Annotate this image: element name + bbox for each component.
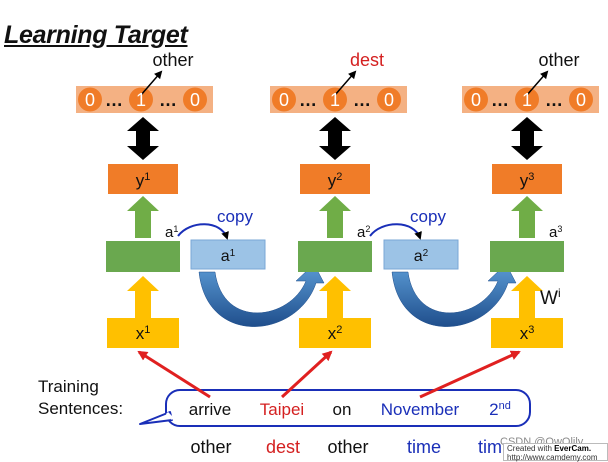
output-label: other (538, 50, 579, 70)
onehot-ellipsis: … (159, 90, 177, 110)
recurrent-copy-arrow (391, 263, 517, 327)
input-box-x (299, 318, 371, 348)
up-arrow-hidden-to-output (511, 196, 543, 238)
output-label: other (152, 50, 193, 70)
output-box-y (108, 164, 178, 194)
word-to-input-arrow (137, 350, 211, 399)
onehot-circle (377, 87, 401, 112)
sentence-word: Taipei (260, 400, 304, 419)
onehot-ellipsis: … (105, 90, 123, 110)
memory-cell-box (383, 239, 459, 270)
training-label-line2: Sentences: (38, 399, 124, 418)
sentence-box-pointer-mask (165, 411, 175, 421)
onehot-circle (78, 87, 102, 112)
onehot-ellipsis: … (353, 90, 371, 110)
onehot-value: 0 (384, 90, 394, 110)
onehot-circle (464, 87, 488, 112)
double-arrow (511, 117, 543, 160)
onehot-value: 0 (471, 90, 481, 110)
onehot-ellipsis: … (299, 90, 317, 110)
onehot-value: 1 (522, 90, 532, 110)
output-box-y-label: y3 (520, 171, 535, 190)
sentence-word: on (333, 400, 352, 419)
input-box-x (491, 318, 563, 348)
onehot-value: 0 (190, 90, 200, 110)
training-sentences-label: Training Sentences: (38, 376, 123, 420)
word-slot-label: dest (266, 437, 300, 457)
hidden-layer-box (106, 241, 180, 272)
onehot-value: 0 (576, 90, 586, 110)
overlay-url: http://www.camdemy.com (507, 453, 598, 462)
hidden-activation-label: a1 (165, 224, 178, 241)
word-slot-label: other (190, 437, 231, 457)
word-slot-label: time (407, 437, 441, 457)
page-title: Learning Target (4, 20, 188, 49)
overlay-prefix: Created with (507, 444, 555, 453)
word-slot-label: other (327, 437, 368, 457)
hidden-layer-box (490, 241, 564, 272)
copy-arrow (369, 223, 422, 240)
memory-cell-label: a2 (414, 248, 429, 266)
up-arrow-input-to-hidden (511, 276, 543, 318)
onehot-ellipsis: … (491, 90, 509, 110)
copy-label: copy (217, 207, 253, 226)
double-arrow (127, 117, 159, 160)
onehot-ellipsis: … (545, 90, 563, 110)
output-box-y-label: y1 (136, 171, 151, 190)
up-arrow-input-to-hidden (319, 276, 351, 318)
onehot-value: 0 (279, 90, 289, 110)
copy-arrow (177, 223, 229, 240)
hidden-activation-label: a2 (357, 224, 370, 241)
training-label-line1: Training (38, 377, 99, 396)
copy-label: copy (410, 207, 446, 226)
word-to-input-arrow (419, 350, 521, 399)
onehot-circle (129, 87, 153, 112)
onehot-value: 1 (136, 90, 146, 110)
onehot-circle (515, 87, 539, 112)
up-arrow-hidden-to-output (127, 196, 159, 238)
onehot-circle (272, 87, 296, 112)
output-box-y (300, 164, 370, 194)
onehot-value: 1 (330, 90, 340, 110)
sentence-word: November (381, 400, 460, 419)
double-arrow (319, 117, 351, 160)
word-to-input-arrow (280, 350, 333, 399)
word-slot-label: tim (478, 437, 502, 457)
up-arrow-hidden-to-output (319, 196, 351, 238)
up-arrow-input-to-hidden (127, 276, 159, 318)
output-pointer-arrow (334, 70, 357, 96)
sentence-word: arrive (189, 400, 232, 419)
recurrent-copy-arrow (198, 263, 325, 327)
input-box-x-label: x1 (136, 324, 151, 343)
output-box-y (492, 164, 562, 194)
input-box-x (107, 318, 179, 348)
onehot-value: 0 (85, 90, 95, 110)
hidden-layer-box (298, 241, 372, 272)
output-box-y-label: y2 (328, 171, 343, 190)
input-box-x-label: x2 (328, 324, 343, 343)
output-pointer-arrow (526, 70, 549, 96)
memory-cell-box (190, 239, 266, 270)
weight-label: Wi (540, 286, 561, 309)
overlay-brand: EverCam. (554, 444, 592, 453)
onehot-circle (569, 87, 593, 112)
output-label: dest (350, 50, 384, 70)
hidden-activation-label: a3 (549, 224, 562, 241)
memory-cell-label: a1 (221, 248, 236, 266)
sentence-word: 2nd (489, 400, 511, 419)
input-box-x-label: x3 (520, 324, 535, 343)
sentence-box (165, 389, 531, 427)
output-pointer-arrow (140, 70, 163, 96)
onehot-circle (183, 87, 207, 112)
camdemy-overlay: Created with EverCam. http://www.camdemy… (503, 443, 608, 462)
onehot-circle (323, 87, 347, 112)
